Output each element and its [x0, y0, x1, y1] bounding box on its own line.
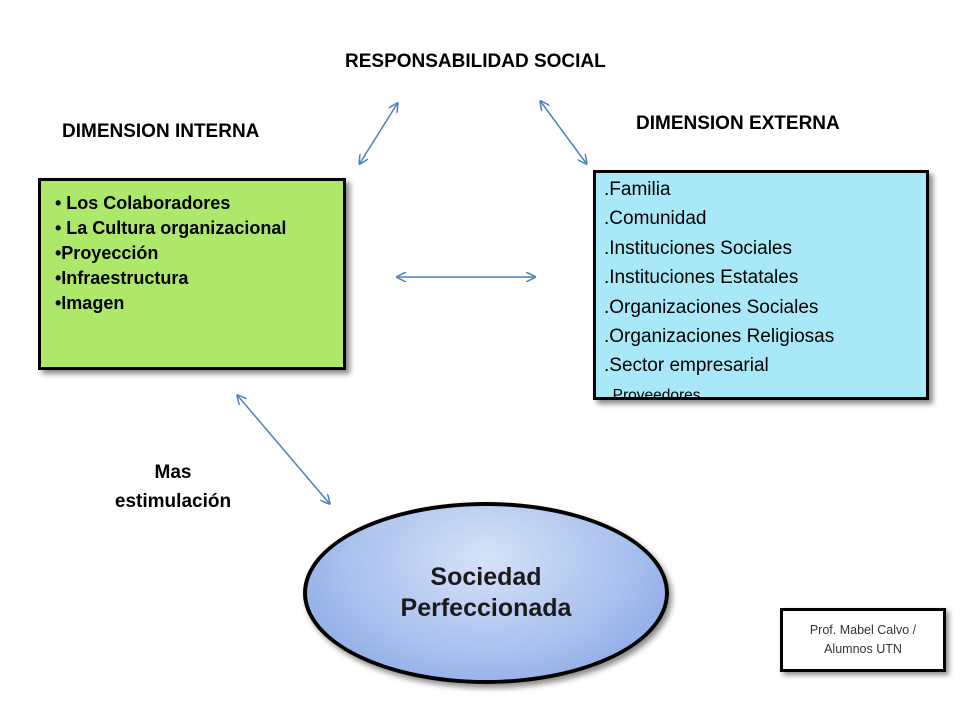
internal-dimension-list: • Los Colaboradores • La Cultura organiz…: [55, 191, 329, 316]
internal-item: •Proyección: [55, 243, 159, 263]
external-item: .Instituciones Estatales: [604, 267, 799, 289]
external-dimension-heading: DIMENSION EXTERNA: [636, 113, 840, 134]
internal-item: •Imagen: [55, 293, 125, 313]
arrow-title-external: [541, 102, 586, 163]
internal-item: • La Cultura organizacional: [55, 218, 287, 238]
diagram-title: RESPONSABILIDAD SOCIAL: [345, 51, 606, 72]
external-item: .Sector empresarial: [604, 355, 769, 377]
external-item: .Instituciones Sociales: [604, 237, 792, 259]
external-dimension-box: .Familia .Comunidad .Instituciones Socia…: [593, 170, 929, 404]
external-item: . Proveedores: [604, 386, 701, 404]
result-ellipse: Sociedad Perfeccionada: [303, 502, 669, 684]
external-item: .Familia: [604, 179, 671, 200]
arrow-internal-result: [238, 396, 329, 503]
stimulus-label: Mas estimulación: [114, 462, 232, 512]
external-item: .Organizaciones Sociales: [604, 296, 819, 318]
internal-item: • Los Colaboradores: [55, 193, 231, 213]
internal-item: •Infraestructura: [55, 268, 189, 288]
credit-box: Prof. Mabel Calvo / Alumnos UTN: [780, 608, 946, 672]
external-item: .Comunidad: [604, 208, 707, 230]
internal-dimension-box: • Los Colaboradores • La Cultura organiz…: [38, 178, 346, 370]
internal-dimension-heading: DIMENSION INTERNA: [62, 121, 260, 142]
result-label: Sociedad Perfeccionada: [400, 563, 572, 622]
arrow-title-internal: [360, 104, 397, 163]
external-item: .Organizaciones Religiosas: [604, 326, 835, 348]
